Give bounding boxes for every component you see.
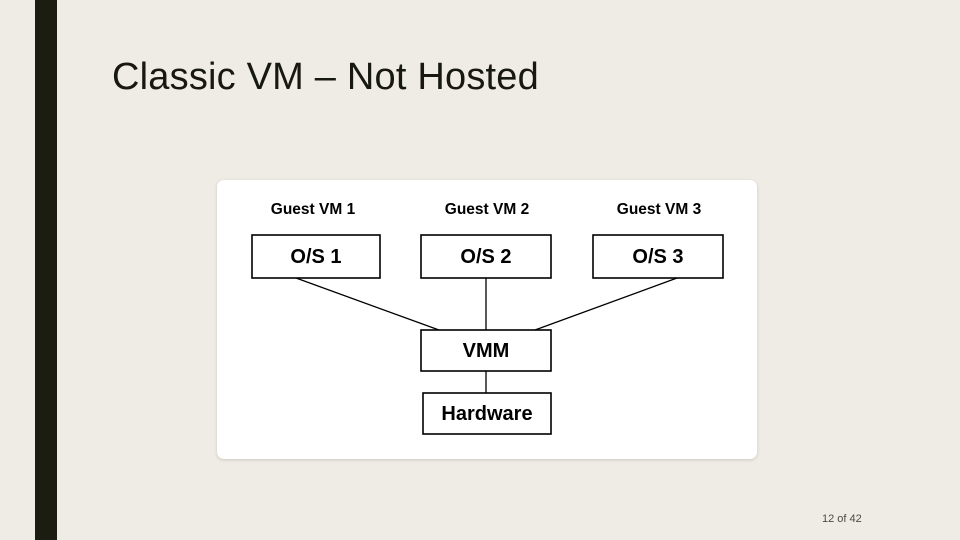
node-box-os3 [592, 234, 724, 279]
node-label-os3: O/S 3 [632, 246, 683, 268]
connector-layer [295, 277, 678, 393]
diagram-node-os2: O/S 2 [420, 234, 552, 279]
node-box-os1 [251, 234, 381, 279]
node-label-os2: O/S 2 [460, 246, 511, 268]
diagram-node-os3: O/S 3 [592, 234, 724, 279]
page-number: 12 of 42 [822, 513, 862, 525]
diagram-node-hardware: Hardware [422, 392, 552, 435]
connector-os3-to-vmm [534, 277, 678, 331]
node-box-os2 [420, 234, 552, 279]
node-label-hardware: Hardware [441, 403, 532, 425]
node-label-vmm: VMM [463, 340, 510, 362]
node-box-hardware [422, 392, 552, 435]
connector-os1-to-vmm [295, 277, 440, 331]
node-box-vmm [420, 329, 552, 372]
diagram-node-vmm: VMM [420, 329, 552, 372]
guest-vm-label-2: Guest VM 2 [445, 201, 529, 218]
vm-label-layer: Guest VM 1 Guest VM 2 Guest VM 3 [271, 201, 702, 218]
guest-vm-label-3: Guest VM 3 [617, 201, 702, 218]
diagram-node-os1: O/S 1 [251, 234, 381, 279]
guest-vm-label-1: Guest VM 1 [271, 201, 356, 218]
box-layer: O/S 1 O/S 2 O/S 3 VMM Hardware [251, 234, 724, 435]
left-accent-bar [35, 0, 57, 540]
page-title: Classic VM – Not Hosted [112, 56, 539, 98]
node-label-os1: O/S 1 [290, 246, 341, 268]
